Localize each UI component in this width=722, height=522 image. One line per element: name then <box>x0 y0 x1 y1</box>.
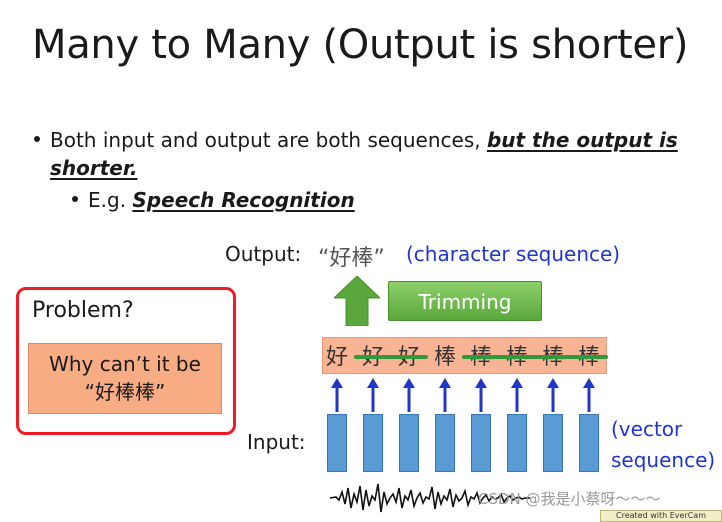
character-item: 棒 <box>433 345 456 370</box>
bullet-dot <box>34 136 40 142</box>
input-vector <box>435 414 455 472</box>
strike-through-line <box>570 355 608 359</box>
up-arrow-icon <box>331 378 343 412</box>
problem-label: Problem? <box>32 298 134 323</box>
strike-through-line <box>498 355 536 359</box>
bullet-2: E.g. Speech Recognition <box>88 186 355 214</box>
output-label: Output: <box>225 242 302 266</box>
up-arrow-icon <box>583 378 595 412</box>
input-vector <box>327 414 347 472</box>
bullet-1: Both input and output are both sequences… <box>50 126 690 182</box>
input-vector <box>507 414 527 472</box>
character-item: 好 <box>325 345 348 370</box>
bullet-2-text: E.g. <box>88 188 133 212</box>
bullet-2-emphasis: Speech Recognition <box>132 188 355 212</box>
vector-sequence-label: (vector sequence) <box>611 414 721 476</box>
character-sequence-label: (character sequence) <box>406 242 621 266</box>
input-vector <box>399 414 419 472</box>
trimming-label-box: Trimming <box>388 281 542 321</box>
input-vector <box>543 414 563 472</box>
strike-through-line <box>354 355 392 359</box>
strike-through-line <box>390 355 428 359</box>
vector-sequence-label-line-1: (vector <box>611 417 683 441</box>
input-vector <box>363 414 383 472</box>
bullet-dot <box>72 196 78 202</box>
slide-title: Many to Many (Output is shorter) <box>32 22 689 68</box>
vector-sequence-label-line-2: sequence) <box>611 448 716 472</box>
up-arrow-icon <box>475 378 487 412</box>
input-vector <box>471 414 491 472</box>
input-label: Input: <box>247 430 306 454</box>
output-value: “好棒” <box>318 246 385 271</box>
evercam-badge: Created with EverCam <box>600 510 722 522</box>
up-arrow-icon <box>439 378 451 412</box>
up-arrow-icon <box>547 378 559 412</box>
bullet-1-text: Both input and output are both sequences… <box>50 128 487 152</box>
why-question-box: Why can’t it be “好棒棒” <box>28 343 222 414</box>
strike-through-line <box>462 355 500 359</box>
big-up-arrow-icon <box>334 276 380 326</box>
strike-through-line <box>534 355 572 359</box>
why-question-line-2: “好棒棒” <box>84 380 166 404</box>
why-question-line-1: Why can’t it be <box>49 352 201 376</box>
input-vector <box>579 414 599 472</box>
bullet-1-emphasis: but the output is shorter. <box>50 128 678 180</box>
csdn-watermark: CSDN @我是小蔡呀～～～ <box>478 490 661 508</box>
audio-waveform-icon <box>330 483 530 513</box>
up-arrow-icon <box>403 378 415 412</box>
up-arrow-icon <box>511 378 523 412</box>
up-arrow-icon <box>367 378 379 412</box>
